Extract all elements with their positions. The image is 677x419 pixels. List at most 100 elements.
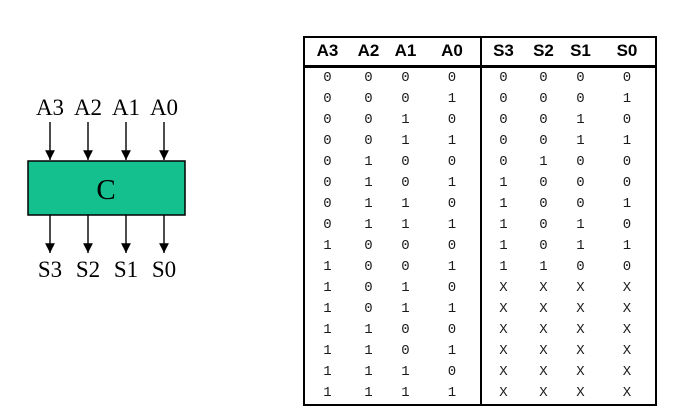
input-bit-cell: 1 <box>364 154 373 170</box>
input-bit-cell: 1 <box>364 196 373 212</box>
output-bit-cell: 0 <box>576 91 585 107</box>
input-label-a2: A2 <box>74 95 102 120</box>
output-bit-cell: X <box>622 280 632 296</box>
output-bit-cell: 1 <box>622 133 632 149</box>
input-col-header: A3 <box>304 37 350 68</box>
output-bit-cell: 0 <box>480 66 525 89</box>
input-label-a0: A0 <box>150 95 178 120</box>
input-col-header: A1 <box>387 37 424 68</box>
output-bit-cell: X <box>622 301 632 317</box>
input-bit-cell: 0 <box>323 154 332 170</box>
output-bit-cell: X <box>480 383 525 405</box>
output-bit-cell: 1 <box>576 133 585 149</box>
input-bit-cell: 0 <box>364 238 373 254</box>
output-bit-cell: X <box>480 320 525 341</box>
input-bit-cell: 1 <box>447 217 457 233</box>
input-bit-cell: 0 <box>364 259 373 275</box>
input-bit-cell: 0 <box>447 238 457 254</box>
input-bit-cell: 0 <box>323 70 332 86</box>
output-bit-cell: 1 <box>480 236 525 257</box>
output-bit-cell: 0 <box>576 70 585 86</box>
input-bit-cell: 0 <box>323 217 332 233</box>
output-bit-cell: 1 <box>480 257 525 278</box>
output-bit-cell: 0 <box>480 152 525 173</box>
input-bit-cell: 0 <box>447 364 457 380</box>
output-bit-cell: X <box>539 385 548 401</box>
input-bit-cell: 0 <box>401 259 410 275</box>
output-label-s3: S3 <box>38 257 62 282</box>
input-bit-cell: 0 <box>447 322 457 338</box>
output-bit-cell: 0 <box>539 175 548 191</box>
output-bit-cell: X <box>539 364 548 380</box>
output-bit-cell: 1 <box>622 91 632 107</box>
output-bit-cell: 1 <box>576 217 585 233</box>
output-col-header: S1 <box>562 37 599 68</box>
input-bit-cell: 0 <box>364 112 373 128</box>
input-bit-cell: 1 <box>364 385 373 401</box>
output-bit-cell: X <box>576 322 585 338</box>
input-bit-cell: 1 <box>364 175 373 191</box>
output-bit-cell: 0 <box>622 175 632 191</box>
output-bit-cell: 1 <box>539 154 548 170</box>
output-bit-cell: X <box>622 343 632 359</box>
output-bit-cell: X <box>576 385 585 401</box>
input-bit-cell: 1 <box>401 112 410 128</box>
output-col-header: S0 <box>599 37 656 68</box>
input-bit-cell: 1 <box>323 364 332 380</box>
input-bit-cell: 1 <box>364 217 373 233</box>
output-label-s1: S1 <box>114 257 138 282</box>
output-bit-cell: 0 <box>622 259 632 275</box>
input-bit-cell: 1 <box>323 259 332 275</box>
input-bit-cell: 0 <box>364 70 373 86</box>
input-bit-cell: 1 <box>447 259 457 275</box>
output-bit-cell: 0 <box>576 196 585 212</box>
input-bit-cell: 0 <box>323 133 332 149</box>
output-bit-cell: 1 <box>480 194 525 215</box>
output-bit-cell: 0 <box>539 112 548 128</box>
input-bit-cell: 0 <box>401 91 410 107</box>
input-bit-cell: 1 <box>401 364 410 380</box>
input-bit-cell: 1 <box>447 133 457 149</box>
input-bit-cell: 0 <box>364 133 373 149</box>
output-bit-cell: X <box>576 280 585 296</box>
input-label-a3: A3 <box>36 95 64 120</box>
output-bit-cell: 1 <box>622 238 632 254</box>
output-col-header: S2 <box>525 37 562 68</box>
input-label-a1: A1 <box>112 95 140 120</box>
input-bit-cell: 1 <box>401 385 410 401</box>
output-bit-cell: 0 <box>539 238 548 254</box>
input-bit-cell: 0 <box>447 112 457 128</box>
output-label-s2: S2 <box>76 257 100 282</box>
input-bit-cell: 0 <box>447 154 457 170</box>
output-bit-cell: 0 <box>576 154 585 170</box>
input-bit-cell: 1 <box>447 175 457 191</box>
output-bit-cell: 0 <box>539 217 548 233</box>
output-bit-cell: 0 <box>539 133 548 149</box>
output-bit-cell: 0 <box>480 131 525 152</box>
input-bit-cell: 0 <box>401 175 410 191</box>
output-bit-cell: 1 <box>576 112 585 128</box>
output-bit-cell: X <box>576 343 585 359</box>
input-bit-cell: 0 <box>323 91 332 107</box>
output-bit-cell: 0 <box>539 70 548 86</box>
input-bit-cell: 1 <box>323 343 332 359</box>
input-bit-cell: 0 <box>401 322 410 338</box>
output-bit-cell: 0 <box>576 175 585 191</box>
converter-block-diagram: A3 A2 A1 A0 C S3 S2 S1 S0 <box>27 95 186 282</box>
input-bit-cell: 0 <box>364 280 373 296</box>
output-bit-cell: 0 <box>480 89 525 110</box>
